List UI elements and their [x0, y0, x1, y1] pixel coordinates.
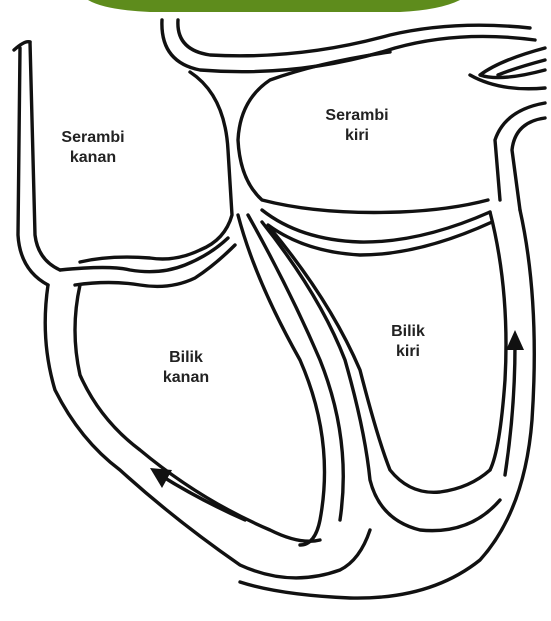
- septum-1: [238, 215, 325, 545]
- label-left-atrium-line2: kiri: [312, 126, 402, 146]
- right-ventricle-wall: [75, 285, 320, 541]
- left-ventricle-wall: [490, 212, 506, 470]
- label-left-atrium-line1: Serambi: [312, 106, 402, 126]
- label-left-ventricle-line2: kiri: [378, 342, 438, 362]
- label-right-ventricle-line1: Bilik: [146, 348, 226, 368]
- label-left-ventricle-line1: Bilik: [378, 322, 438, 342]
- right-ventricle-arrowhead: [150, 468, 172, 488]
- left-vein-inner: [512, 118, 545, 210]
- label-left-ventricle: Bilik kiri: [378, 322, 438, 362]
- heart-outer-right: [240, 210, 534, 598]
- label-right-atrium-line2: kanan: [48, 148, 138, 168]
- top-banner: [88, 0, 460, 12]
- left-ventricle-arrowhead: [506, 330, 524, 350]
- label-right-atrium-line1: Serambi: [48, 128, 138, 148]
- right-av-plane: [60, 238, 228, 272]
- label-right-ventricle-line2: kanan: [146, 368, 226, 388]
- left-av-plane-lower: [268, 222, 492, 255]
- label-right-atrium: Serambi kanan: [48, 128, 138, 168]
- vena-cava-top: [14, 42, 30, 50]
- left-vein-outer: [495, 103, 545, 200]
- label-left-atrium: Serambi kiri: [312, 106, 402, 146]
- label-right-ventricle: Bilik kanan: [146, 348, 226, 388]
